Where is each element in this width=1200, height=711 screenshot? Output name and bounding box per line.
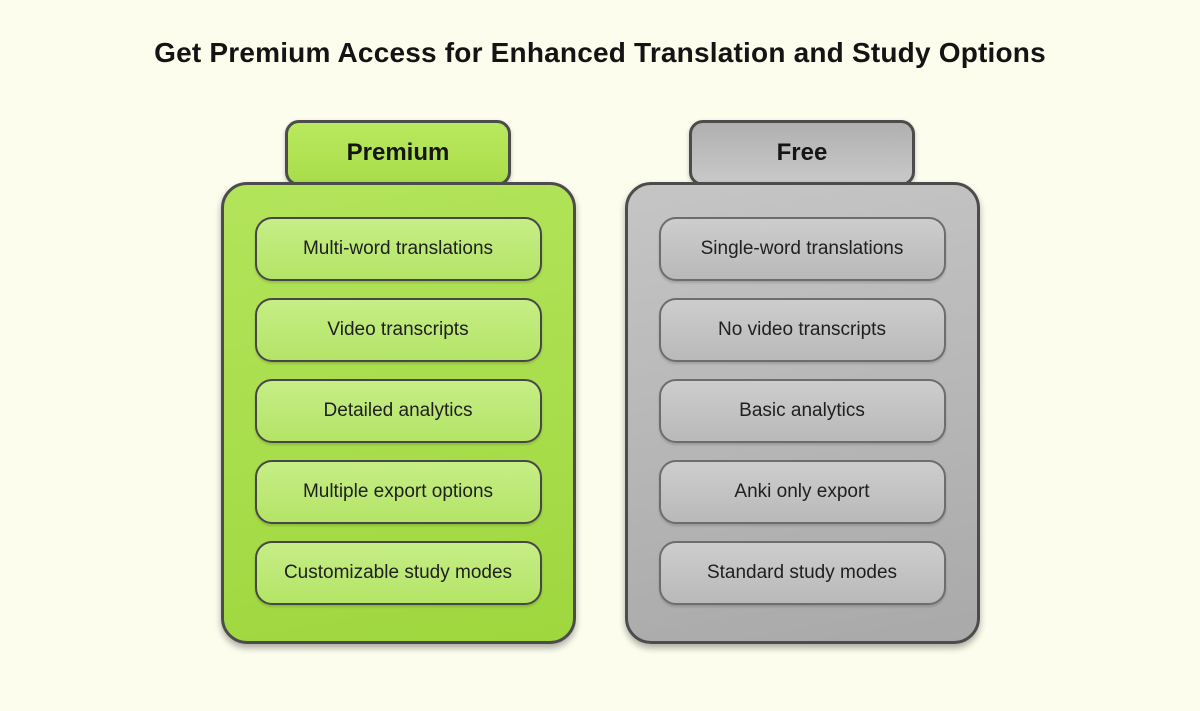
- free-feature-pill: Basic analytics: [658, 379, 946, 443]
- page-title: Get Premium Access for Enhanced Translat…: [154, 37, 1046, 68]
- premium-feature-pill: Detailed analytics: [254, 379, 542, 443]
- comparison-columns: Premium Multi-word translations Video tr…: [0, 120, 1200, 644]
- premium-tab: Premium: [285, 120, 511, 186]
- free-feature-pill: No video transcripts: [658, 298, 946, 362]
- premium-column: Premium Multi-word translations Video tr…: [220, 120, 576, 644]
- premium-feature-pill: Multiple export options: [254, 460, 542, 524]
- free-feature-pill: Standard study modes: [658, 541, 946, 605]
- free-tab: Free: [689, 120, 915, 186]
- premium-feature-pill: Video transcripts: [254, 298, 542, 362]
- free-feature-pill: Single-word translations: [658, 217, 946, 281]
- premium-feature-pill: Customizable study modes: [254, 541, 542, 605]
- free-column: Free Single-word translations No video t…: [624, 120, 980, 644]
- free-card: Single-word translations No video transc…: [624, 182, 980, 644]
- premium-card: Multi-word translations Video transcript…: [220, 182, 576, 644]
- premium-tab-label: Premium: [346, 139, 450, 166]
- free-feature-pill: Anki only export: [658, 460, 946, 524]
- premium-feature-pill: Multi-word translations: [254, 217, 542, 281]
- free-tab-label: Free: [776, 139, 828, 166]
